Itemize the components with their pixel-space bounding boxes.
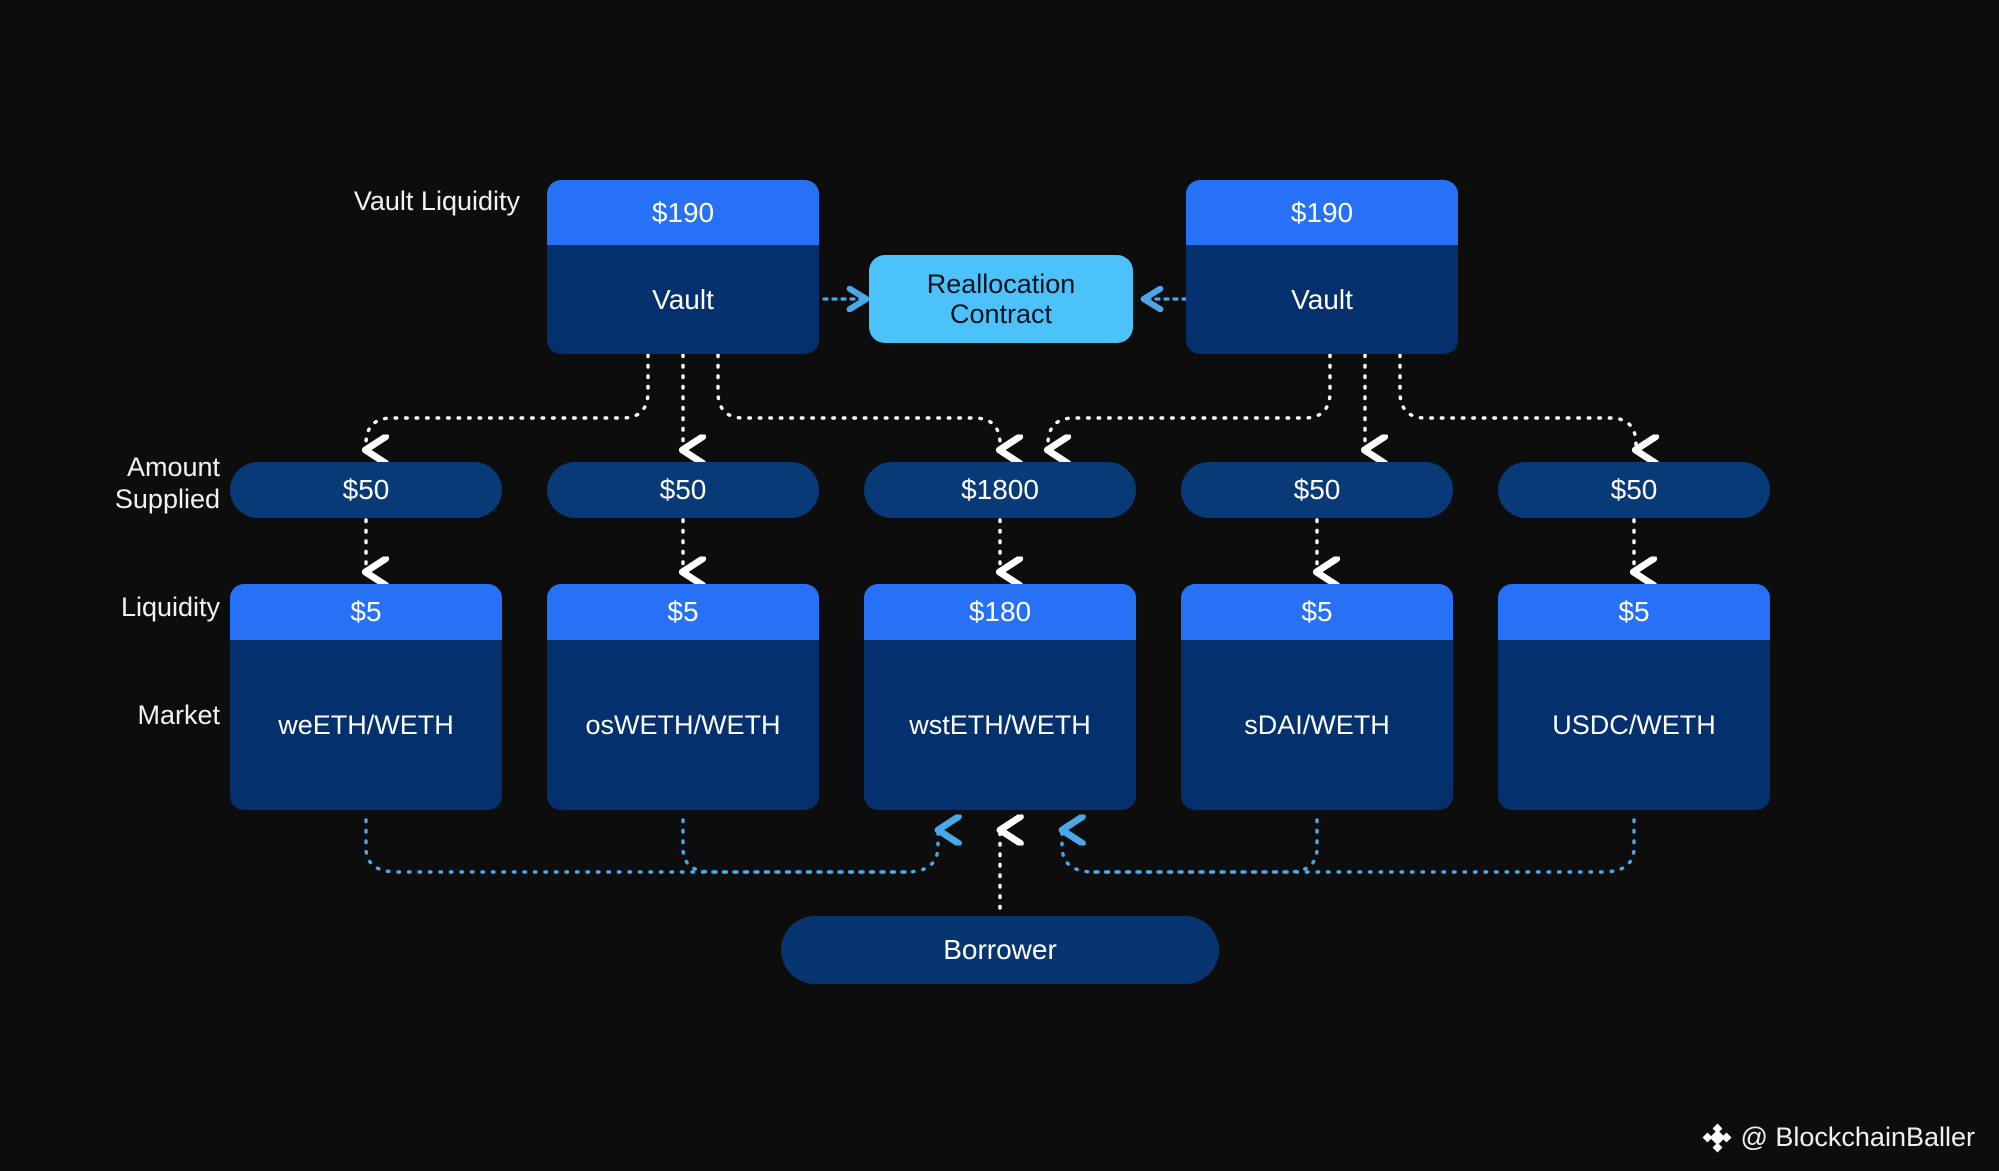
wire-vault-right-to-col3: [1048, 353, 1332, 450]
wire-vault-right-to-col5: [1398, 353, 1636, 450]
vault-liquidity-value-left: $190: [547, 180, 819, 245]
vault-card-right[interactable]: $190 Vault: [1186, 180, 1458, 354]
market-card-2[interactable]: $5 osWETH/WETH: [547, 584, 819, 810]
market-liquidity-value-2: $5: [547, 584, 819, 640]
vault-liquidity-value-right: $190: [1186, 180, 1458, 245]
market-card-3[interactable]: $180 wstETH/WETH: [864, 584, 1136, 810]
reallocation-contract-line2: Contract: [949, 299, 1053, 329]
vault-label-right: Vault: [1186, 245, 1458, 354]
wire-borrower-to-market-1: [364, 820, 938, 874]
wire-borrower-to-market-5: [1062, 820, 1636, 874]
watermark: @ BlockchainBaller: [1703, 1122, 1975, 1153]
amount-supplied-pill-1[interactable]: $50: [230, 462, 502, 518]
market-name-2: osWETH/WETH: [547, 640, 819, 810]
market-name-4: sDAI/WETH: [1181, 640, 1453, 810]
row-label-vault-liquidity: Vault Liquidity: [353, 186, 520, 216]
wire-vault-left-to-col3: [716, 353, 1000, 450]
wire-vault-left-to-col1: [366, 353, 650, 450]
amount-supplied-pill-3[interactable]: $1800: [864, 462, 1136, 518]
market-card-1[interactable]: $5 weETH/WETH: [230, 584, 502, 810]
row-label-market: Market: [137, 700, 220, 730]
market-card-4[interactable]: $5 sDAI/WETH: [1181, 584, 1453, 810]
market-name-3: wstETH/WETH: [864, 640, 1136, 810]
binance-diamond-icon: [1703, 1123, 1732, 1152]
vault-card-left[interactable]: $190 Vault: [547, 180, 819, 354]
market-liquidity-value-5: $5: [1498, 584, 1770, 640]
market-name-5: USDC/WETH: [1498, 640, 1770, 810]
vault-label-left: Vault: [547, 245, 819, 354]
reallocation-contract-line1: Reallocation: [926, 268, 1076, 299]
amount-supplied-pill-4[interactable]: $50: [1181, 462, 1453, 518]
borrower-node[interactable]: Borrower: [781, 916, 1219, 984]
reallocation-contract-node[interactable]: Reallocation Contract: [869, 255, 1133, 343]
wire-borrower-to-market-4: [1092, 818, 1319, 874]
market-liquidity-value-3: $180: [864, 584, 1136, 640]
row-label-amount-supplied: Amount Supplied: [114, 452, 220, 514]
market-name-1: weETH/WETH: [230, 640, 502, 810]
wire-borrower-to-market-2: [681, 818, 908, 874]
market-liquidity-value-1: $5: [230, 584, 502, 640]
market-card-5[interactable]: $5 USDC/WETH: [1498, 584, 1770, 810]
market-liquidity-value-4: $5: [1181, 584, 1453, 640]
amount-supplied-pill-2[interactable]: $50: [547, 462, 819, 518]
row-label-liquidity: Liquidity: [120, 592, 220, 622]
watermark-handle: @ BlockchainBaller: [1740, 1122, 1975, 1152]
amount-supplied-pill-5[interactable]: $50: [1498, 462, 1770, 518]
